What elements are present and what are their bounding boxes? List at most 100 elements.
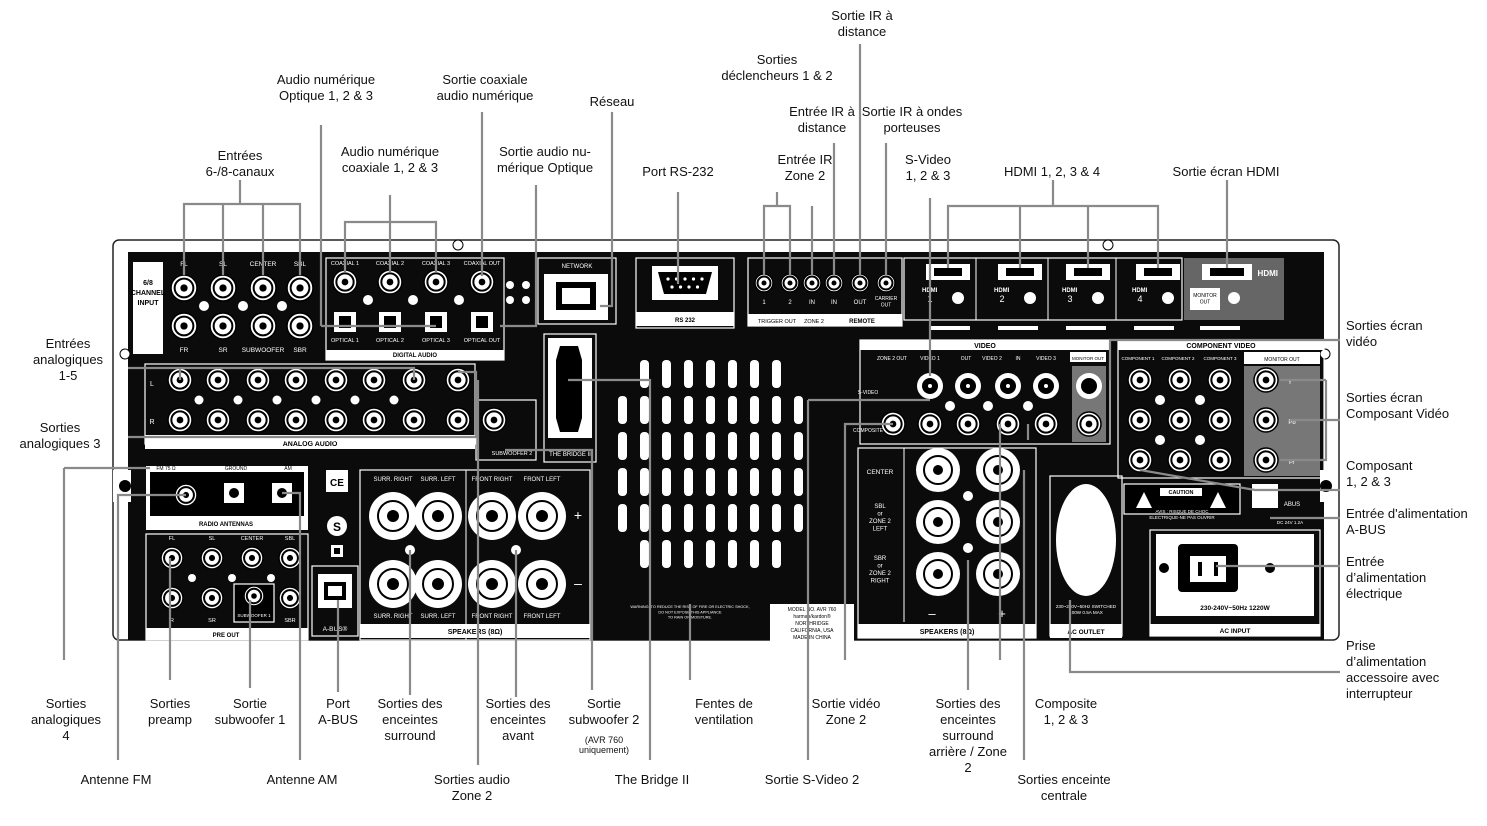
panel-text: FRONT LEFT: [524, 614, 561, 620]
rca-pin: [1085, 420, 1093, 428]
rca-pin: [1004, 420, 1012, 428]
rca-pin: [1262, 416, 1270, 424]
hdmi-port-icon: [934, 268, 962, 276]
label-box: [770, 604, 854, 652]
vent-slot: [706, 360, 715, 388]
top-label-entrees-6-8: Entrées 6-/8-canaux: [205, 148, 275, 179]
speaker-terminal-center: [993, 465, 1003, 475]
speaker-terminal-ring: [526, 568, 558, 600]
speaker-terminal-ring: [377, 500, 409, 532]
dot: [1195, 395, 1205, 405]
screw-icon: [1102, 239, 1114, 251]
speaker-terminal-ring: [983, 455, 1013, 485]
vent-slot: [662, 468, 671, 496]
input-6-8-label-box: [133, 262, 163, 354]
rca-ring: [286, 370, 306, 390]
rca-pin: [286, 554, 294, 562]
rca-pin: [478, 278, 486, 286]
right-label-sorties-ecran-video: Sorties écran vidéo: [1346, 318, 1423, 349]
panel-text: OPTICAL 1: [331, 338, 359, 344]
rca-ring: [1170, 410, 1190, 430]
dot: [506, 281, 514, 289]
dot: [363, 295, 373, 305]
panel-text: ANALOG AUDIO: [283, 441, 338, 448]
rca-pin: [296, 284, 304, 292]
dot: [1155, 395, 1165, 405]
rca-ring: [1256, 370, 1276, 390]
dot: [1195, 435, 1205, 445]
panel-text: MONITOR OUT: [1072, 356, 1104, 361]
vent-slot: [684, 540, 693, 568]
bottom-label-sorties-enceintes-avant: Sorties des enceintes avant: [485, 696, 551, 743]
panel-text: SPEAKERS (8Ω): [920, 629, 975, 636]
top-label-audio-num-optique: Audio numérique Optique 1, 2 & 3: [276, 72, 376, 103]
label-box: [360, 624, 590, 638]
panel-text: PRE OUT: [213, 633, 240, 639]
left-label-sorties-analogiques-3: Sorties analogiques 3: [19, 420, 101, 451]
leader-line: [1280, 380, 1328, 462]
screw-icon: [452, 239, 464, 251]
rca-pin: [254, 376, 262, 384]
dot: [522, 296, 530, 304]
label-box: [146, 628, 308, 640]
rca-pin: [1176, 416, 1184, 424]
top-label-sortie-ecran-hdmi: Sortie écran HDMI: [1172, 164, 1280, 179]
rca-pin: [386, 278, 394, 286]
panel-text: ANALOG 1 IN | ANALOG 2 IN | OUT ANALOG 3…: [204, 438, 415, 443]
vent-slot: [794, 468, 803, 496]
leader-line: [843, 422, 893, 660]
section-frame: [1123, 483, 1241, 515]
rca-pin: [454, 416, 462, 424]
label-box: [636, 312, 734, 326]
rca-pin: [370, 416, 378, 424]
right-label-sorties-ecran-composant: Sorties écran Composant Vidéo: [1346, 390, 1450, 421]
iec-pin: [1198, 562, 1202, 576]
rca-pin: [964, 420, 972, 428]
panel-text: S-VIDEO: [858, 390, 879, 396]
dot: [408, 295, 418, 305]
panel-text: Pb: [1288, 420, 1296, 426]
ethernet-inner: [562, 288, 590, 304]
dot: [350, 395, 360, 405]
rca-pin: [1176, 376, 1184, 384]
panel-text: S: [333, 520, 341, 534]
panel-text: DIGITAL AUDIO: [393, 353, 438, 359]
panel-text: 230-240V~50Hz 1220W: [1200, 605, 1270, 612]
vent-slot: [750, 504, 759, 532]
dot: [952, 292, 964, 304]
bottom-label-sortie-svideo-2: Sortie S-Video 2: [764, 772, 860, 787]
rca-pin: [296, 322, 304, 330]
rca-pin: [410, 416, 418, 424]
rca-pin: [219, 322, 227, 330]
rca-pin: [432, 278, 440, 286]
bottom-label-antenne-am: Antenne AM: [266, 772, 338, 787]
dot: [454, 295, 464, 305]
rca-pin: [248, 554, 256, 562]
right-label-entree-alim-abus: Entrée d'alimentation A-BUS: [1346, 506, 1468, 537]
rca-ring: [252, 277, 274, 299]
screw-icon: [1159, 563, 1169, 573]
rca-ring: [281, 589, 299, 607]
label-box: [1190, 288, 1220, 310]
panel-text: FRONT RIGHT: [472, 614, 513, 620]
panel-text: SUBWOOFER: [242, 347, 285, 354]
speaker-terminal-ring: [983, 559, 1013, 589]
rca-pin: [1042, 420, 1050, 428]
vent-slot: [728, 432, 737, 460]
speaker-terminal-center: [933, 569, 943, 579]
label-box: [748, 314, 902, 326]
panel-text: GROUND: [225, 466, 248, 472]
rca-pin: [1216, 376, 1224, 384]
bottom-label-sorties-preamp: Sorties preamp: [147, 696, 193, 727]
db9-pin: [666, 277, 670, 281]
vent-slot: [750, 396, 759, 424]
panel-text: VIDEO: [974, 343, 996, 350]
vent-slot: [772, 396, 781, 424]
rca-pin: [208, 554, 216, 562]
panel-text: IN: [809, 300, 815, 306]
vent-slot: [750, 540, 759, 568]
panel-text: COMPONENT 2: [1162, 356, 1195, 361]
